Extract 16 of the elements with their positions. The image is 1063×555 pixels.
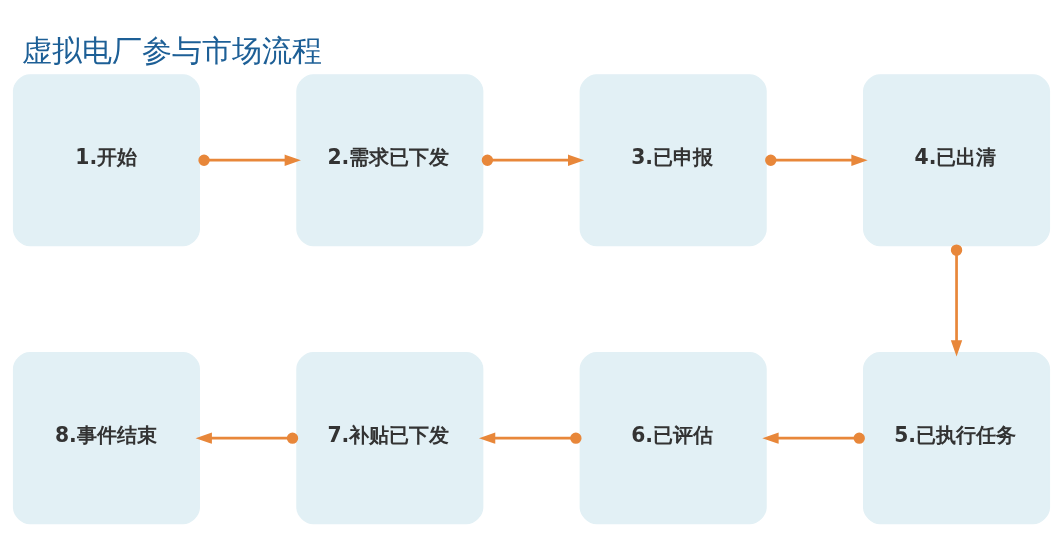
arrow bbox=[762, 432, 865, 444]
node-box: 4.已出清 bbox=[863, 74, 1051, 247]
node-box: 3.已申报 bbox=[579, 74, 767, 247]
diagram-title: 虚拟电厂参与市场流程 bbox=[22, 32, 323, 68]
node-box: 2.需求已下发 bbox=[296, 74, 484, 247]
arrow bbox=[481, 154, 585, 166]
arrow bbox=[950, 244, 963, 357]
node-box: 1.开始 bbox=[12, 74, 200, 247]
arrow bbox=[765, 154, 868, 166]
arrow bbox=[195, 432, 299, 444]
node-box: 6.已评估 bbox=[579, 352, 767, 525]
node-box: 8.事件结束 bbox=[12, 352, 200, 525]
node-box: 7.补贴已下发 bbox=[296, 352, 484, 525]
node-box: 5.已执行任务 bbox=[863, 352, 1051, 525]
arrow bbox=[198, 154, 301, 166]
arrow bbox=[478, 432, 582, 444]
